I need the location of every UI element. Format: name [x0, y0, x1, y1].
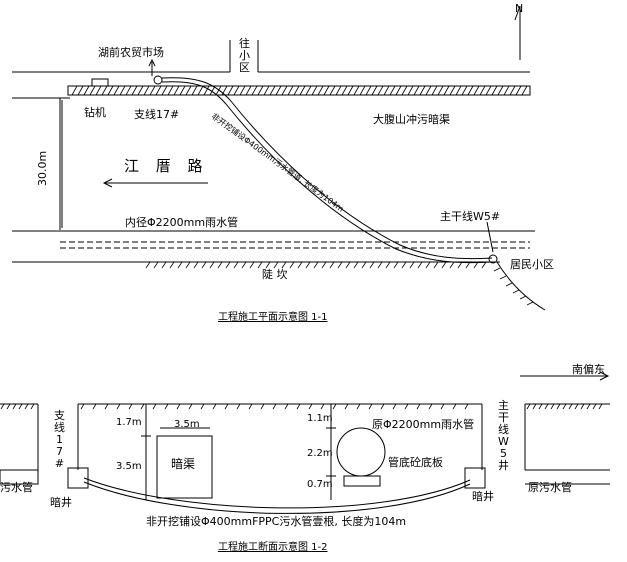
road-top-edge — [12, 72, 530, 230]
north-arrow-icon — [515, 6, 520, 60]
branch-vertical-label: 支线17# — [54, 409, 65, 470]
main-vertical-label: 主干线W5井 — [498, 399, 509, 472]
section-pipe — [84, 478, 470, 513]
road-arrow-icon — [104, 179, 208, 187]
branch-line-label: 支线17# — [134, 108, 180, 121]
pipe-route — [162, 78, 492, 263]
district-road — [230, 40, 258, 72]
drill-symbol — [92, 79, 108, 86]
section-pipe-note: 非开挖铺设Φ400mmFPPC污水管壹根, 长度为104m — [146, 515, 407, 528]
dim-right-3: 0.7m — [307, 479, 333, 490]
manhole-left-label: 暗井 — [50, 496, 72, 509]
ground-surface — [0, 404, 610, 470]
market-arrow-icon — [149, 60, 155, 76]
culvert-width-label: 3.5m — [174, 419, 200, 430]
drill-label: 钻机 — [84, 106, 106, 119]
manhole-right-label: 暗井 — [472, 490, 494, 503]
main-line-leader — [487, 222, 493, 252]
rain-pipe-lines — [12, 231, 535, 262]
left-manhole — [0, 468, 88, 488]
north-label: N — [515, 2, 524, 15]
slope-label: 陡 坎 — [262, 268, 288, 281]
branch-manhole-icon — [154, 76, 162, 84]
dim-left-bottom: 3.5m — [116, 461, 142, 472]
dim-right-2: 2.2m — [307, 448, 333, 459]
market-label: 湖前农贸市场 — [98, 46, 164, 59]
culvert-band — [68, 86, 530, 95]
sewer-left-label: 污水管 — [0, 481, 33, 494]
main-manhole-icon — [489, 255, 497, 263]
road-name-label: 江 厝 路 — [124, 157, 209, 175]
culvert-label: 大腹山冲污暗渠 — [373, 113, 450, 126]
rain-pipe-section — [337, 428, 385, 486]
to-district-label: 往小区 — [239, 37, 250, 74]
left-depth-dimension — [141, 404, 151, 500]
dim-right-1: 1.1m — [307, 413, 333, 424]
slope-curve — [494, 262, 545, 310]
right-manhole — [465, 468, 610, 488]
road-width-label: 30.0m — [36, 150, 49, 186]
section-rain-pipe-label: 原Φ2200mm雨水管 — [372, 418, 475, 431]
residential-label: 居民小区 — [510, 258, 554, 271]
main-line-label: 主干线W5# — [440, 210, 501, 223]
slope-hatching — [146, 262, 486, 268]
rain-pipe-label: 内径Φ2200mm雨水管 — [125, 216, 239, 229]
right-depth-dimension — [326, 404, 336, 500]
section-title: 工程施工断面示意图 1-2 — [218, 542, 328, 553]
plan-title: 工程施工平面示意图 1-1 — [218, 312, 328, 323]
slab-label: 管底砼底板 — [388, 456, 443, 469]
dim-left-top: 1.7m — [116, 417, 142, 428]
culvert-box — [157, 436, 212, 498]
direction-arrow-icon — [520, 372, 608, 380]
direction-label: 南偏东 — [572, 363, 605, 376]
culvert-section-label: 暗渠 — [171, 457, 196, 471]
sewer-right-label: 原污水管 — [528, 481, 572, 494]
ground-hatching — [1, 404, 602, 409]
